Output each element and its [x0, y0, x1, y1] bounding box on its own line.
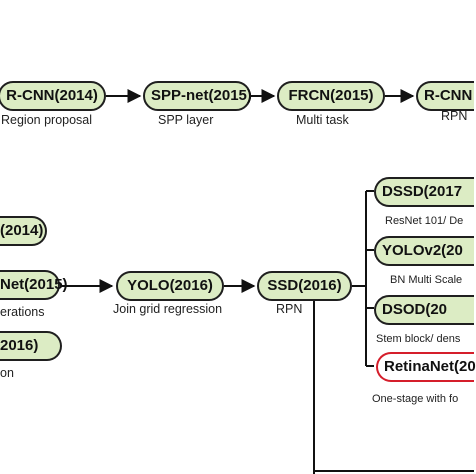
node-sppnet-2015: SPP-net(2015) [143, 81, 252, 111]
node-rcnn-cut: R-CNN [416, 81, 474, 111]
node-rcnn-2014: R-CNN(2014) [0, 81, 106, 111]
node-dssd-2017: DSSD(2017 [374, 177, 474, 207]
caption-cut-on: on [0, 366, 14, 380]
node-yolo-2016: YOLO(2016) [116, 271, 224, 301]
node-cut-2016: 2016) [0, 331, 62, 361]
node-ssd-2016: SSD(2016) [257, 271, 352, 301]
node-dsod: DSOD(20 [374, 295, 474, 325]
caption-multi-task: Multi task [296, 113, 349, 127]
caption-rpn-top: RPN [441, 109, 468, 123]
node-retinanet: RetinaNet(20 [376, 352, 476, 382]
caption-stem-block: Stem block/ dens [376, 333, 461, 345]
node-frcn-2015: FRCN(2015) [277, 81, 385, 111]
caption-spp-layer: SPP layer [158, 113, 214, 127]
caption-join-grid-regression: Join grid regression [113, 302, 223, 316]
node-cut-2014: (2014) [0, 216, 47, 246]
node-cut-net-2015: Net(2015) [0, 270, 68, 300]
caption-rpn-ssd: RPN [276, 302, 303, 316]
caption-region-proposal: Region proposal [1, 113, 93, 127]
caption-one-stage-group: One-stage with fo [372, 393, 459, 405]
caption-cut-erations: erations [0, 305, 45, 319]
node-yolov2: YOLOv2(20 [374, 236, 474, 266]
caption-bn-multi-scale: BN Multi Scale [390, 274, 463, 286]
caption-resnet-101: ResNet 101/ De [385, 215, 464, 227]
